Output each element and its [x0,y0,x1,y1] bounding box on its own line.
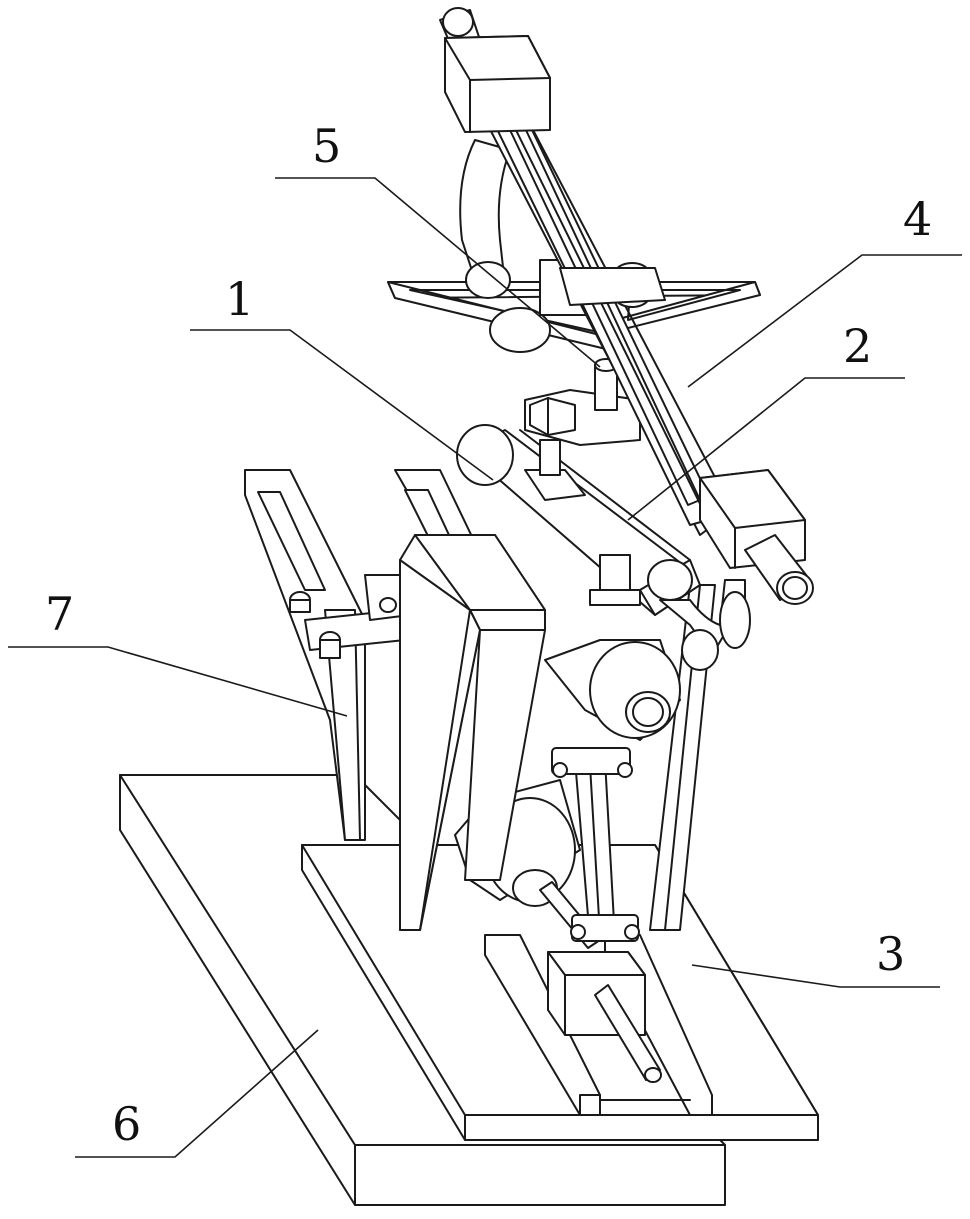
leader-line-7 [8,647,347,716]
label-5: 5 [312,119,341,173]
label-1: 1 [225,272,254,326]
label-2: 2 [843,319,872,373]
leader-line-1 [190,330,493,480]
label-4: 4 [903,192,932,246]
middle-roller [545,640,680,740]
label-7: 7 [45,587,74,641]
label-6: 6 [112,1097,141,1151]
lower-end-block [700,470,813,604]
leader-line-4 [688,255,962,387]
top-end-block [445,36,550,132]
label-3: 3 [876,927,905,981]
